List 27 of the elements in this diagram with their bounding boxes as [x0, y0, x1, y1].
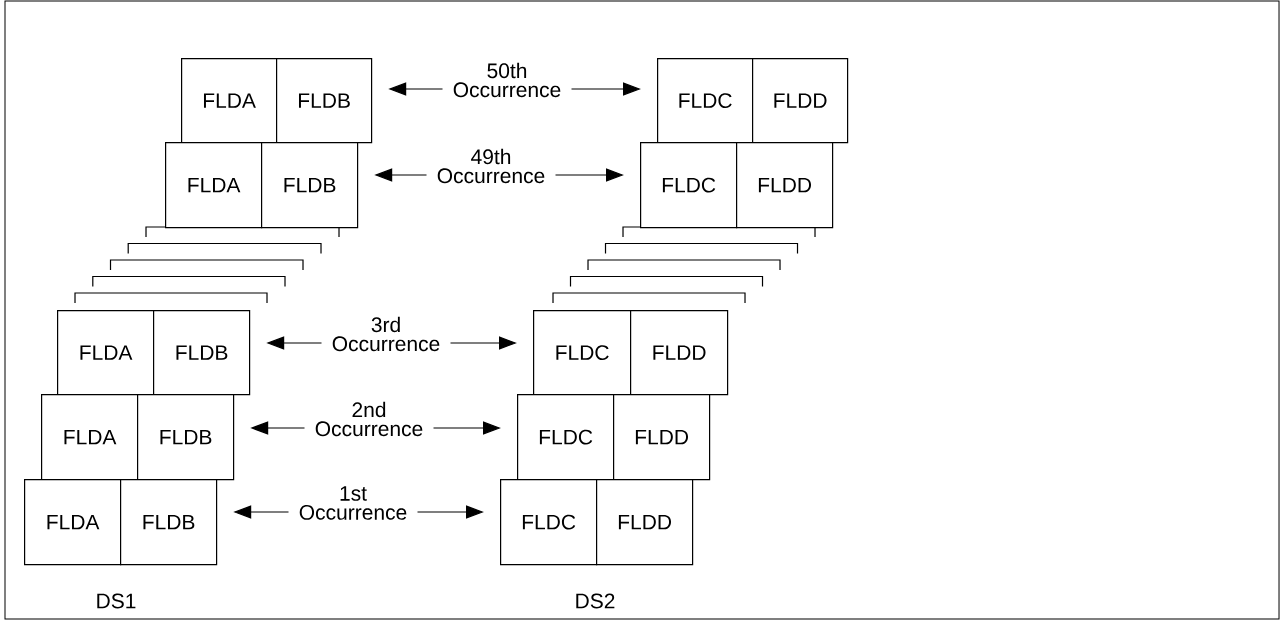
- field-box: FLDB: [276, 58, 373, 144]
- field-box: FLDB: [153, 310, 251, 396]
- field-box: FLDA: [24, 479, 122, 566]
- field-box: FLDA: [57, 310, 155, 396]
- field-box: FLDD: [613, 394, 711, 481]
- field-box: FLDD: [752, 58, 849, 144]
- field-box: FLDA: [41, 394, 139, 481]
- edge-label: 3rd Occurrence: [321, 314, 451, 354]
- field-box: FLDC: [517, 394, 615, 481]
- data-set-label: DS1: [97, 593, 136, 609]
- edge-label: 2nd Occurrence: [304, 399, 434, 439]
- field-box: FLDC: [533, 310, 632, 396]
- data-set-label: DS2: [576, 593, 615, 609]
- edge-label: 50th Occurrence: [442, 60, 572, 100]
- edge-label: 49th Occurrence: [426, 146, 556, 186]
- field-box: FLDA: [165, 142, 263, 229]
- field-box: FLDC: [500, 479, 598, 566]
- edge-label: 1st Occurrence: [288, 484, 418, 522]
- field-box: FLDD: [630, 310, 729, 396]
- field-box: FLDB: [137, 394, 235, 481]
- field-box: FLDD: [736, 142, 834, 229]
- field-box: FLDB: [120, 479, 218, 566]
- field-box: FLDC: [657, 58, 754, 144]
- field-box: FLDD: [596, 479, 694, 566]
- field-box: FLDB: [261, 142, 359, 229]
- field-box: FLDA: [181, 58, 278, 144]
- field-box: FLDC: [640, 142, 738, 229]
